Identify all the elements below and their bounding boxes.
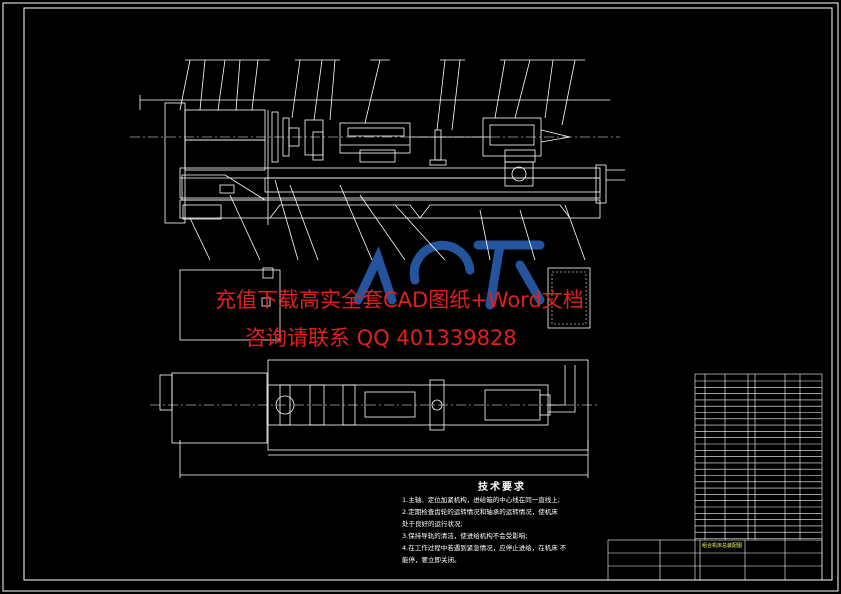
watermark-logo <box>353 240 545 310</box>
tech-requirement-item: 1.主轴、定位加紧机构，进给箱的中心线在同一直线上; <box>402 496 560 504</box>
inner-border <box>23 7 833 581</box>
drawing-title: 组合机床总装配图 <box>702 543 743 549</box>
tech-requirement-item: 能停，要立即关闭。 <box>402 556 461 564</box>
tech-requirement-item: 4.在工作过程中若遇到紧急情况，应停止进给，在机床 不 <box>402 544 567 552</box>
tech-requirement-item: 处于良好的运行状况; <box>402 520 463 528</box>
tech-requirements-title: 技术要求 <box>478 482 526 493</box>
tech-requirement-item: 3.保持导轨的清洁，使进给机构不会受影响; <box>402 532 528 540</box>
watermark-line-1: 充值下载高实全套CAD图纸+Word文档 <box>215 288 584 312</box>
watermark-line-2: 咨询请联系 QQ 401339828 <box>245 326 517 350</box>
top-view <box>150 267 600 478</box>
tech-requirement-item: 2.定期检查齿轮的运转情况和轴承的运转情况，使机床 <box>402 508 558 516</box>
parts-list <box>607 373 823 581</box>
front-view <box>130 59 625 261</box>
